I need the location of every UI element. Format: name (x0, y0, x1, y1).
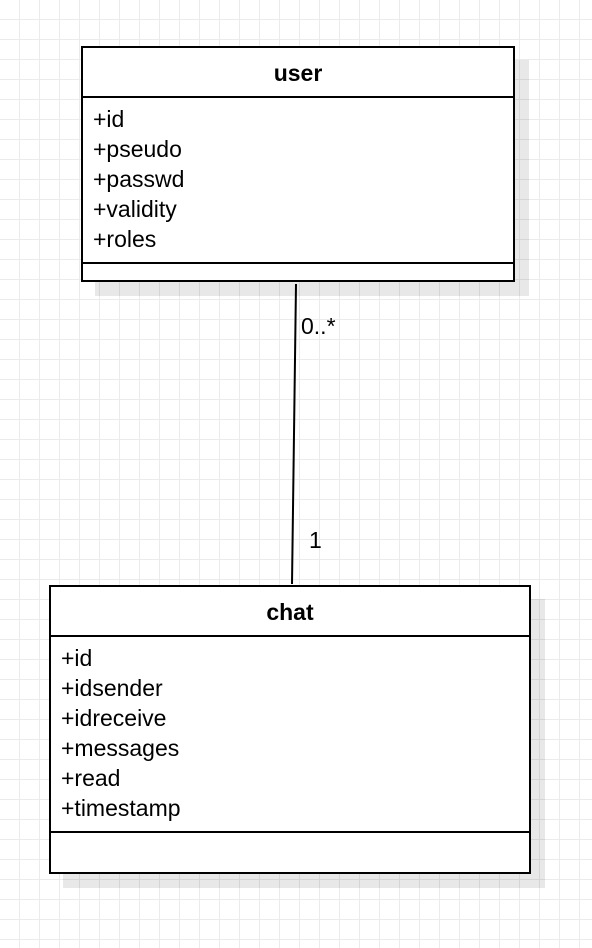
user-methods (83, 264, 513, 280)
user-attributes: +id +pseudo +passwd +validity +roles (83, 98, 513, 264)
user-class[interactable]: user +id +pseudo +passwd +validity +role… (81, 46, 515, 282)
chat-attribute: +messages (61, 735, 180, 761)
user-attribute: +validity (93, 196, 177, 222)
user-attribute: +roles (93, 226, 157, 252)
association-line-stroke[interactable] (291, 283, 297, 585)
chat-attribute: +id (61, 645, 93, 671)
chat-attribute: +idreceive (61, 705, 167, 731)
user-attribute: +id (93, 106, 125, 132)
user-attribute: +passwd (93, 166, 185, 192)
chat-class-name: chat (51, 587, 529, 637)
user-attribute: +pseudo (93, 136, 182, 162)
user-multiplicity-label: 0..* (301, 313, 336, 339)
chat-attribute: +read (61, 765, 121, 791)
chat-attribute: +timestamp (61, 795, 181, 821)
chat-attributes: +id +idsender +idreceive +messages +read… (51, 637, 529, 833)
chat-attribute: +idsender (61, 675, 163, 701)
user-class-name: user (83, 48, 513, 98)
chat-class[interactable]: chat +id +idsender +idreceive +messages … (49, 585, 531, 874)
chat-multiplicity-label: 1 (309, 527, 322, 553)
chat-methods (51, 833, 529, 872)
